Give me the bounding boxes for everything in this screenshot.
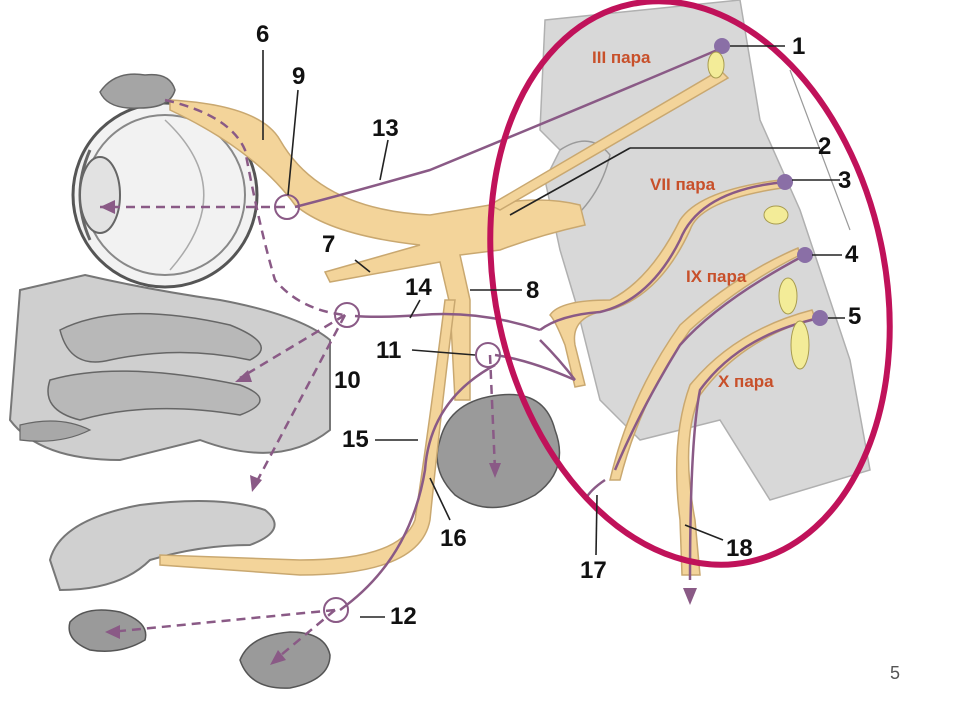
label-8: 8 bbox=[526, 277, 539, 304]
pterygopalatine-ganglion bbox=[334, 302, 360, 328]
highlight-ellipse bbox=[487, 0, 893, 568]
pair-label-vii: VII пара bbox=[650, 175, 716, 194]
label-5: 5 bbox=[848, 303, 861, 330]
brainstem-contour bbox=[789, 69, 851, 231]
label-1: 1 bbox=[792, 33, 805, 60]
label-7: 7 bbox=[322, 231, 335, 258]
pair-label-ix: IX пара bbox=[686, 267, 747, 286]
nasal-cavity bbox=[8, 273, 331, 462]
brainstem bbox=[539, 0, 871, 501]
label-13: 13 bbox=[372, 115, 399, 142]
parotid-gland bbox=[436, 393, 561, 509]
leader-lines bbox=[262, 45, 845, 618]
ganglia bbox=[274, 194, 501, 623]
label-18: 18 bbox=[726, 535, 753, 562]
label-3: 3 bbox=[838, 167, 851, 194]
label-16: 16 bbox=[440, 525, 467, 552]
submandibular-ganglion bbox=[323, 597, 349, 623]
nuclei bbox=[707, 38, 828, 370]
label-15: 15 bbox=[342, 426, 369, 453]
pair-labels: III пара VII пара IX пара X пара bbox=[592, 48, 774, 391]
label-2: 2 bbox=[818, 133, 831, 160]
label-4: 4 bbox=[845, 241, 859, 268]
label-12: 12 bbox=[390, 603, 417, 630]
submandibular-gland bbox=[68, 609, 147, 652]
label-10: 10 bbox=[334, 367, 361, 394]
parasympathetic-fibers bbox=[294, 46, 821, 612]
number-labels: 1 2 3 4 5 6 7 8 9 10 11 12 13 14 15 16 1… bbox=[256, 21, 861, 630]
fiber-arrowheads bbox=[100, 200, 697, 665]
pair-label-x: X пара bbox=[718, 372, 774, 391]
postganglionic-fibers bbox=[100, 98, 497, 661]
palate bbox=[48, 500, 276, 592]
slide-number: 5 bbox=[890, 663, 901, 683]
lacrimal-gland bbox=[99, 73, 176, 109]
label-14: 14 bbox=[405, 274, 432, 301]
ciliary-ganglion bbox=[274, 194, 300, 220]
label-17: 17 bbox=[580, 557, 607, 584]
label-6: 6 bbox=[256, 21, 269, 48]
label-9: 9 bbox=[292, 63, 305, 90]
otic-ganglion bbox=[475, 342, 501, 368]
label-11: 11 bbox=[376, 337, 401, 364]
pair-label-iii: III пара bbox=[592, 48, 651, 67]
